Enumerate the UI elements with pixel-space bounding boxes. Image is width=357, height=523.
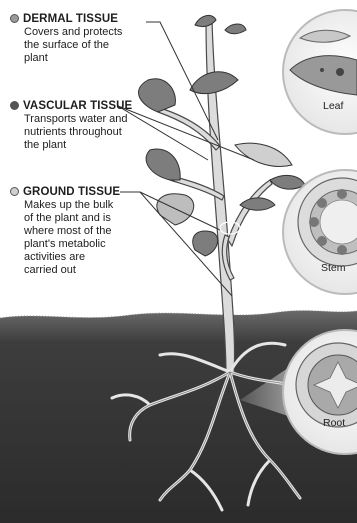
vascular-tissue-heading: VASCULAR TISSUE [23,100,132,112]
ground-tissue-dot [10,187,19,196]
leader-lines [118,22,254,296]
vascular-tissue-dot [10,101,19,110]
stem-callout-label: Stem [321,262,346,274]
vascular-tissue-line-1: Transports water and [10,113,132,126]
ground-tissue-line-5: activities are [10,251,120,264]
dermal-tissue-label: DERMAL TISSUE Covers and protects the su… [10,13,122,65]
leaf-callout [283,10,357,134]
ground-tissue-line-1: Makes up the bulk [10,199,120,212]
ground-tissue-line-2: of the plant and is [10,212,120,225]
dermal-tissue-line-3: plant [10,52,122,65]
vascular-tissue-label: VASCULAR TISSUE Transports water and nut… [10,100,132,152]
dermal-tissue-dot [10,14,19,23]
ground-tissue-label: GROUND TISSUE Makes up the bulk of the p… [10,186,120,277]
ground-tissue-line-3: where most of the [10,225,120,238]
leaf-callout-label: Leaf [323,100,343,112]
dermal-tissue-line-1: Covers and protects [10,26,122,39]
dermal-tissue-line-2: the surface of the [10,39,122,52]
ground-tissue-line-6: carried out [10,264,120,277]
dermal-tissue-heading: DERMAL TISSUE [23,13,118,25]
vascular-tissue-line-3: the plant [10,139,132,152]
ground-tissue-heading: GROUND TISSUE [23,186,120,198]
root-callout-label: Root [323,417,345,429]
vascular-tissue-line-2: nutrients throughout [10,126,132,139]
ground-tissue-line-4: plant's metabolic [10,238,120,251]
